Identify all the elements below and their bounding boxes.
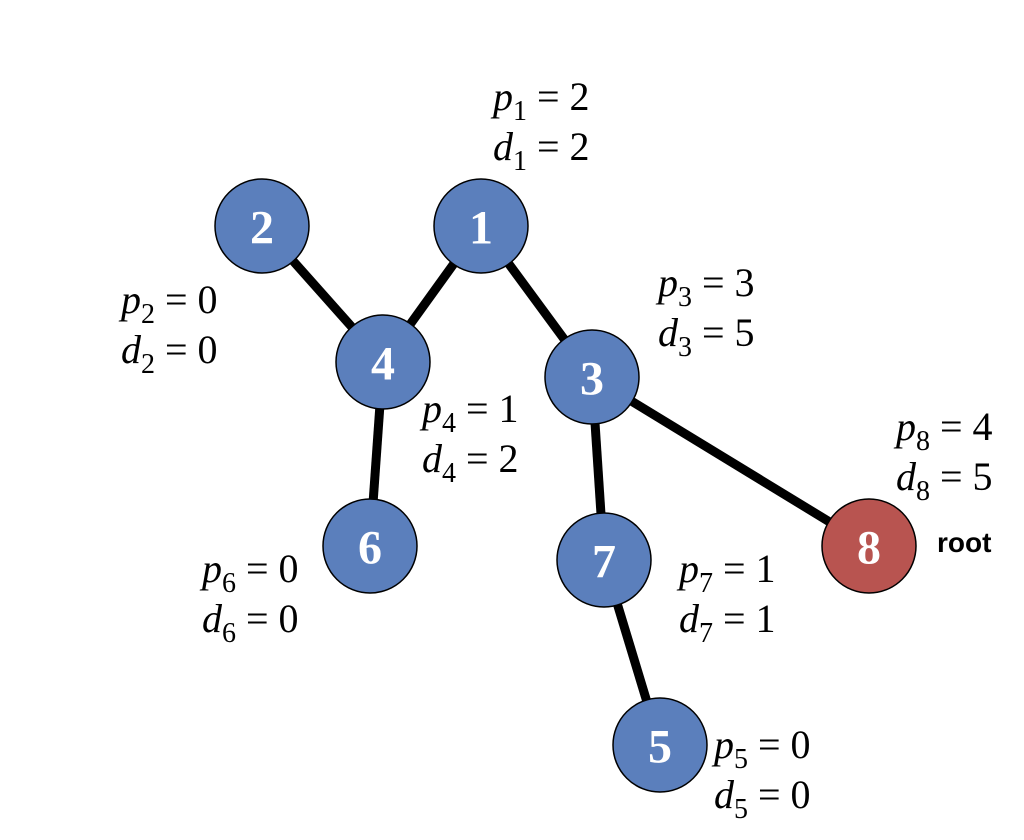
node-label-6: 6 bbox=[358, 522, 382, 575]
p-annotation-1: p1 = 2 bbox=[490, 74, 590, 127]
node-circle-4 bbox=[335, 314, 431, 410]
node-label-3: 3 bbox=[580, 353, 604, 406]
d-annotation-1: d1 = 2 bbox=[493, 124, 590, 177]
annotations-layer: p1 = 2d1 = 2 p2 = 0d2 = 0 p3 = 3d3 = 5 p4 =… bbox=[118, 74, 993, 825]
node-6: 6 bbox=[322, 498, 418, 594]
node-circle-1 bbox=[433, 178, 529, 274]
p-annotation-7: p7 = 1 bbox=[676, 546, 776, 599]
d-annotation-5: d5 = 0 bbox=[714, 772, 811, 825]
node-circle-7 bbox=[556, 512, 652, 608]
node-1: 1 bbox=[433, 178, 529, 274]
node-3: 3 bbox=[544, 329, 640, 425]
d-annotation-3: d3 = 5 bbox=[658, 310, 755, 363]
p-annotation-8: p8 = 4 bbox=[893, 404, 993, 457]
p-annotation-2: p2 = 0 bbox=[118, 277, 218, 330]
node-label-2: 2 bbox=[250, 202, 274, 255]
node-4: 4 bbox=[335, 314, 431, 410]
node-label-5: 5 bbox=[648, 721, 672, 774]
root-node: 8 bbox=[821, 498, 917, 594]
edge-3-8 bbox=[589, 373, 872, 550]
node-label-7: 7 bbox=[592, 536, 616, 589]
node-circle-2 bbox=[214, 178, 310, 274]
node-7: 7 bbox=[556, 512, 652, 608]
p-annotation-3: p3 = 3 bbox=[655, 260, 755, 313]
p-annotation-4: p4 = 1 bbox=[419, 386, 519, 439]
node-2: 2 bbox=[214, 178, 310, 274]
node-5: 5 bbox=[612, 697, 708, 793]
node-circle-6 bbox=[322, 498, 418, 594]
node-circle-5 bbox=[612, 697, 708, 793]
d-annotation-6: d6 = 0 bbox=[202, 596, 299, 649]
root-label: root bbox=[937, 527, 991, 558]
node-label-1: 1 bbox=[469, 202, 493, 255]
node-circle-3 bbox=[544, 329, 640, 425]
edges-layer bbox=[258, 223, 872, 747]
p-annotation-6: p6 = 0 bbox=[199, 546, 299, 599]
node-label-8: 8 bbox=[857, 522, 881, 575]
d-annotation-2: d2 = 0 bbox=[121, 327, 218, 380]
d-annotation-7: d7 = 1 bbox=[679, 596, 776, 649]
d-annotation-4: d4 = 2 bbox=[422, 436, 519, 489]
d-annotation-8: d8 = 5 bbox=[896, 454, 993, 507]
node-label-4: 4 bbox=[371, 338, 395, 391]
node-circle-8 bbox=[821, 498, 917, 594]
p-annotation-5: p5 = 0 bbox=[711, 722, 811, 775]
nodes-layer: 1 2 3 4 5 6 7 8 bbox=[214, 178, 917, 793]
